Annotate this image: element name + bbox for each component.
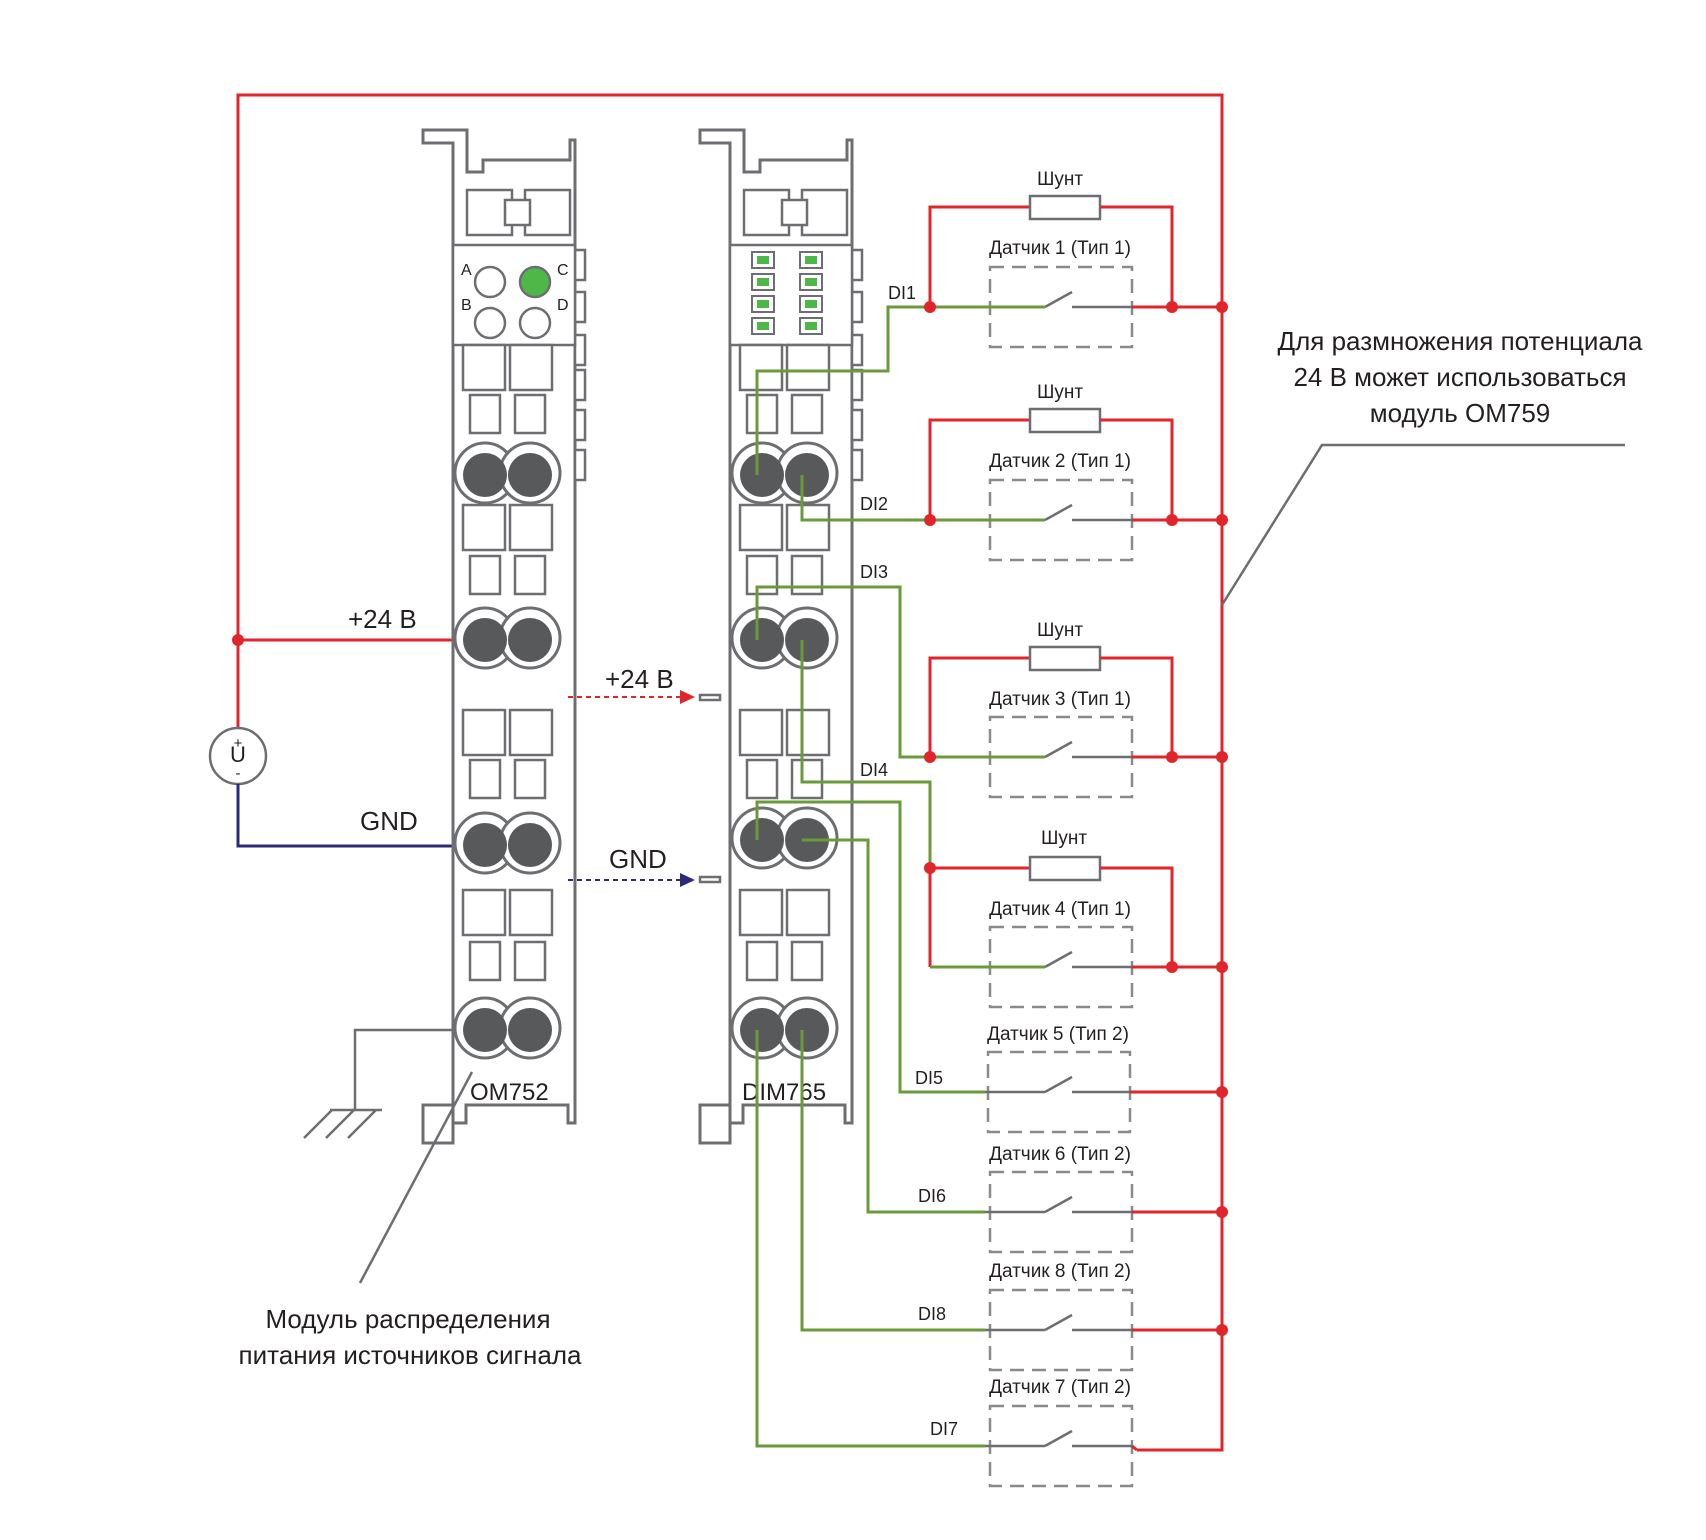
plus24-left-label: +24 В bbox=[348, 604, 417, 634]
sensor-7: Датчик 7 (Тип 2) DI7 bbox=[930, 1377, 1138, 1488]
sensor-8: Датчик 8 (Тип 2) DI8 bbox=[918, 1261, 1228, 1372]
source-plus: + bbox=[234, 735, 243, 752]
shunt-label: Шунт bbox=[1037, 620, 1083, 641]
di-label: DI1 bbox=[888, 283, 916, 303]
led-label-d: D bbox=[557, 297, 569, 314]
note-right-line3: модуль ОМ759 bbox=[1370, 398, 1551, 428]
sensor-5: Датчик 5 (Тип 2) DI5 bbox=[915, 1024, 1228, 1134]
module-dim765-label: DIM765 bbox=[742, 1079, 826, 1106]
junction-dot bbox=[232, 634, 244, 646]
note-bottom-leader bbox=[358, 1071, 474, 1284]
bus-plus24-arrow bbox=[568, 690, 695, 704]
di-label: DI6 bbox=[918, 1186, 946, 1206]
gnd-bus-label: GND bbox=[609, 844, 667, 874]
di-label: DI4 bbox=[860, 760, 888, 780]
led-label-b: B bbox=[461, 297, 472, 314]
shunt-label: Шунт bbox=[1037, 382, 1083, 403]
sensor-label: Датчик 4 (Тип 1) bbox=[989, 899, 1131, 920]
voltage-source: U + - bbox=[208, 726, 268, 786]
led-label-c: C bbox=[557, 262, 569, 279]
sensor-label: Датчик 6 (Тип 2) bbox=[989, 1144, 1131, 1165]
sensor-label: Датчик 7 (Тип 2) bbox=[989, 1377, 1131, 1398]
sensor-3: Шунт Датчик 3 (Тип 1) DI3 bbox=[860, 562, 1228, 799]
sensor-6: Датчик 6 (Тип 2) DI6 bbox=[918, 1144, 1228, 1254]
shunt-label: Шунт bbox=[1041, 828, 1087, 849]
di-label: DI8 bbox=[918, 1304, 946, 1324]
note-bottom-line2: питания источников сигнала bbox=[239, 1340, 582, 1370]
sensor-label: Датчик 2 (Тип 1) bbox=[989, 451, 1131, 472]
sensor-label: Датчик 3 (Тип 1) bbox=[989, 689, 1131, 710]
sensor-2: Шунт Датчик 2 (Тип 1) DI2 bbox=[860, 382, 1228, 562]
gnd-wire bbox=[236, 784, 460, 848]
gnd-left-label: GND bbox=[360, 806, 418, 836]
di-label: DI5 bbox=[915, 1068, 943, 1088]
di-label: DI3 bbox=[860, 562, 888, 582]
note-right-line2: 24 В может использоваться bbox=[1293, 362, 1626, 392]
source-minus: - bbox=[236, 765, 241, 782]
sensor-label: Датчик 1 (Тип 1) bbox=[989, 238, 1131, 259]
sensor-label: Датчик 8 (Тип 2) bbox=[989, 1261, 1131, 1282]
shunt-label: Шунт bbox=[1037, 169, 1083, 190]
bus-gnd-arrow bbox=[568, 873, 695, 887]
led-grid bbox=[751, 251, 823, 335]
led-on-icon bbox=[518, 265, 552, 299]
di-label: DI2 bbox=[860, 494, 888, 514]
shunt-resistor-icon bbox=[1028, 645, 1102, 672]
led-label-a: A bbox=[461, 262, 472, 279]
module-om752-label: OM752 bbox=[470, 1079, 549, 1106]
module-dim765: DIM765 bbox=[698, 128, 864, 1145]
note-right-leader bbox=[1220, 443, 1625, 606]
sensor-label: Датчик 5 (Тип 2) bbox=[987, 1024, 1129, 1045]
shunt-resistor-icon bbox=[1028, 194, 1102, 221]
earth-ground bbox=[303, 1028, 460, 1139]
note-right-line1: Для размножения потенциала bbox=[1278, 326, 1644, 356]
note-bottom-line1: Модуль распределения bbox=[265, 1304, 550, 1334]
sensor-4: Шунт Датчик 4 (Тип 1) DI4 bbox=[860, 760, 1228, 1009]
di-label: DI7 bbox=[930, 1419, 958, 1439]
shunt-resistor-icon bbox=[1028, 407, 1102, 434]
power-rail bbox=[236, 93, 1224, 1452]
shunt-resistor-icon bbox=[1028, 855, 1102, 882]
source-symbol: U bbox=[230, 742, 246, 767]
plus24-bus-label: +24 В bbox=[605, 664, 674, 694]
module-om752: A B C D OM752 bbox=[421, 128, 587, 1145]
sensor-1: Шунт Датчик 1 (Тип 1) DI1 bbox=[888, 169, 1228, 349]
